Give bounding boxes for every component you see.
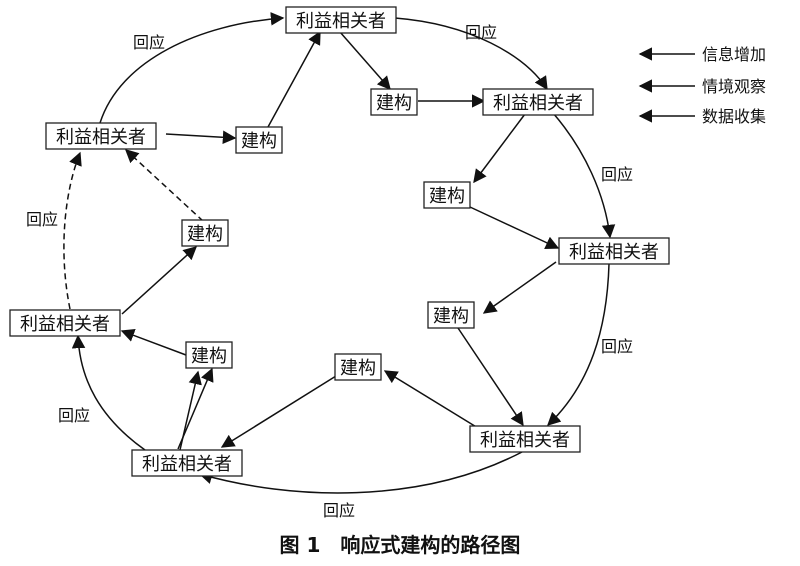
stakeholder-upper-right: 利益相关者 — [482, 88, 594, 116]
stakeholder-top: 利益相关者 — [285, 6, 397, 34]
svg-text:利益相关者: 利益相关者 — [480, 430, 570, 451]
construct-7: 建构 — [181, 219, 229, 247]
label-response-bottom-left: 回应 — [58, 406, 90, 425]
svg-text:建构: 建构 — [340, 358, 376, 379]
label-response-top-right: 回应 — [465, 23, 497, 42]
edge-c4-to-s4 — [457, 327, 524, 427]
svg-text:利益相关者: 利益相关者 — [142, 454, 232, 475]
legend-item-observation: 情境观察 — [638, 77, 766, 96]
edge-s2-to-c3 — [473, 113, 526, 184]
label-response-bottom: 回应 — [323, 501, 355, 520]
construct-1: 建构 — [235, 126, 283, 154]
figure-caption: 图 1 响应式建构的路径图 — [280, 533, 521, 557]
arc-bottom — [198, 451, 523, 494]
edge-c5-to-s5 — [220, 375, 337, 448]
edge-s1-to-c2 — [339, 31, 391, 91]
svg-text:利益相关者: 利益相关者 — [493, 93, 583, 114]
arc-top-right — [394, 17, 548, 91]
label-response-top-left: 回应 — [133, 33, 165, 52]
svg-text:情境观察: 情境观察 — [702, 77, 766, 96]
label-response-left: 回应 — [26, 210, 58, 229]
svg-text:建构: 建构 — [433, 306, 469, 327]
svg-text:数据收集: 数据收集 — [702, 107, 766, 126]
edge-s5-to-c7 — [179, 370, 202, 451]
legend-item-data: 数据收集 — [638, 107, 766, 126]
response-labels: 回应 回应 回应 回应 回应 回应 回应 — [26, 23, 633, 520]
construct-6: 建构 — [185, 341, 233, 369]
edge-c1-to-s1 — [267, 30, 321, 128]
label-response-right-lower: 回应 — [601, 337, 633, 356]
construct-3: 建构 — [423, 181, 471, 209]
edge-c3-to-s3 — [469, 206, 560, 249]
construct-5: 建构 — [334, 353, 382, 381]
edge-c7-to-s6-dashed — [125, 149, 204, 222]
stakeholder-bottom: 利益相关者 — [131, 449, 243, 477]
stakeholder-left: 利益相关者 — [9, 309, 121, 337]
svg-text:信息增加: 信息增加 — [702, 45, 766, 64]
edge-s4-to-c5 — [383, 370, 479, 429]
edges — [63, 12, 616, 494]
construct-4: 建构 — [427, 301, 475, 329]
svg-text:建构: 建构 — [376, 93, 412, 114]
legend-item-info: 信息增加 — [638, 45, 766, 64]
arc-top-left — [99, 12, 285, 124]
nodes: 利益相关者 利益相关者 利益相关者 利益相关者 利益相关者 利益相关者 利益相关… — [9, 6, 670, 477]
svg-text:建构: 建构 — [191, 346, 227, 367]
stakeholder-upper-left: 利益相关者 — [45, 122, 157, 150]
edge-s3-to-c4 — [482, 261, 557, 314]
svg-text:利益相关者: 利益相关者 — [569, 242, 659, 263]
svg-text:利益相关者: 利益相关者 — [20, 314, 110, 335]
arc-right-lower — [547, 263, 610, 426]
svg-text:建构: 建构 — [241, 131, 277, 152]
svg-text:建构: 建构 — [429, 186, 465, 207]
arc-left-dashed — [63, 151, 82, 310]
svg-text:利益相关者: 利益相关者 — [296, 11, 386, 32]
edge-s7-to-c7 — [121, 246, 198, 315]
svg-text:利益相关者: 利益相关者 — [56, 127, 146, 148]
legend: 信息增加 情境观察 数据收集 — [638, 45, 766, 126]
stakeholder-lower-right: 利益相关者 — [469, 425, 581, 453]
stakeholder-right: 利益相关者 — [558, 237, 670, 265]
edge-s6-to-c1 — [165, 130, 237, 145]
svg-text:建构: 建构 — [187, 224, 223, 245]
arc-bottom-left — [71, 334, 146, 451]
construct-2: 建构 — [370, 88, 418, 116]
edge-c6-to-s7 — [120, 328, 187, 356]
label-response-right-upper: 回应 — [601, 165, 633, 184]
arc-right-upper — [552, 112, 616, 239]
